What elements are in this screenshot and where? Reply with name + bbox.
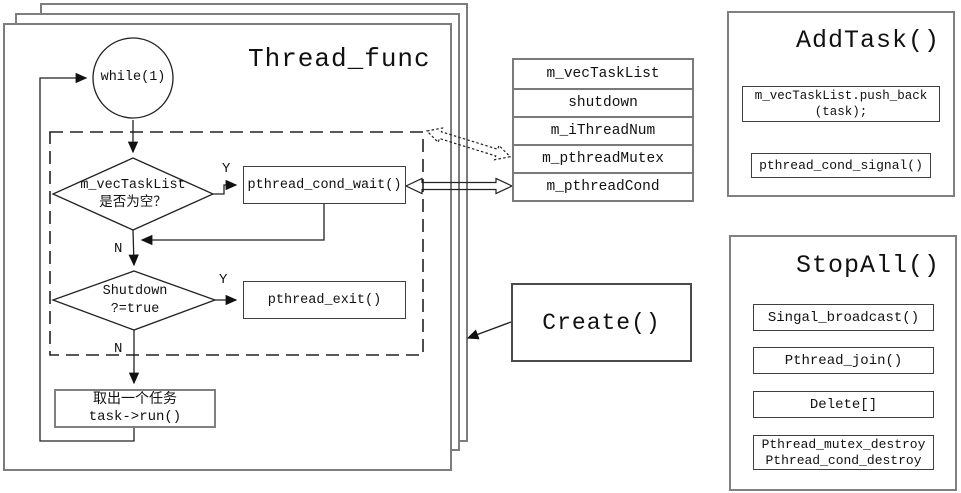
no-label-empty: N bbox=[114, 241, 123, 257]
pthread-exit-box: pthread_exit() bbox=[243, 281, 406, 319]
decision-empty-line2: 是否为空？ bbox=[99, 196, 167, 211]
decision-shutdown-diamond bbox=[51, 270, 217, 331]
loop-back-arrow bbox=[39, 72, 135, 442]
run-task-line2: task->run() bbox=[88, 408, 182, 425]
decision-empty-no-arrow bbox=[128, 229, 139, 267]
create-box: Create() bbox=[511, 283, 692, 362]
destroy-box: Pthread_mutex_destroy Pthread_cond_destr… bbox=[753, 435, 934, 470]
cond-hollow-double-arrow bbox=[404, 177, 514, 195]
create-to-threads-arrow bbox=[466, 321, 512, 340]
yes-label-shutdown: Y bbox=[219, 272, 228, 288]
pthread-cond-signal-box: pthread_cond_signal() bbox=[751, 153, 931, 178]
decision-shutdown-line2: ?=true bbox=[110, 302, 160, 317]
run-task-line1: 取出一个任务 bbox=[93, 391, 177, 408]
pthread-cond-wait-box: pthread_cond_wait() bbox=[243, 166, 406, 204]
member-variable-table: m_vecTaskList shutdown m_iThreadNum m_pt… bbox=[512, 58, 694, 202]
while-loop-label: while(1) bbox=[100, 70, 166, 85]
table-row: shutdown bbox=[514, 88, 692, 116]
destroy-line2: Pthread_cond_destroy bbox=[765, 452, 922, 468]
push-back-line1: m_vecTaskList.push_back bbox=[754, 89, 928, 103]
decision-empty-label: m_vecTaskList 是否为空？ bbox=[63, 177, 203, 213]
no-label-shutdown: N bbox=[114, 341, 123, 357]
wait-return-arrow bbox=[140, 204, 325, 246]
push-back-box: m_vecTaskList.push_back (task); bbox=[742, 86, 940, 122]
table-row: m_iThreadNum bbox=[514, 116, 692, 144]
pthread-join-box: Pthread_join() bbox=[753, 347, 934, 374]
decision-shutdown-line1: Shutdown bbox=[102, 284, 168, 299]
decision-empty-line1: m_vecTaskList bbox=[80, 178, 186, 193]
table-row: m_pthreadMutex bbox=[514, 144, 692, 172]
push-back-line2: (task); bbox=[814, 105, 868, 119]
table-row: m_vecTaskList bbox=[514, 60, 692, 88]
signal-broadcast-box: Singal_broadcast() bbox=[753, 304, 934, 331]
loop-body-dashed-box bbox=[49, 131, 424, 356]
while-loop-circle bbox=[92, 37, 174, 119]
mutex-dotted-double-arrow bbox=[425, 127, 512, 161]
yes-label-empty: Y bbox=[222, 161, 231, 177]
decision-shutdown-label: Shutdown ?=true bbox=[75, 283, 195, 319]
decision-empty-yes-arrow bbox=[213, 179, 238, 195]
delete-box: Delete[] bbox=[753, 391, 934, 418]
addtask-title: AddTask() bbox=[795, 26, 941, 55]
table-row: m_pthreadCond bbox=[514, 172, 692, 200]
decision-empty-diamond bbox=[51, 157, 215, 231]
stopall-title: StopAll() bbox=[795, 251, 941, 280]
run-task-box: 取出一个任务 task->run() bbox=[54, 389, 216, 428]
destroy-line1: Pthread_mutex_destroy bbox=[761, 436, 926, 452]
thread-func-title: Thread_func bbox=[248, 44, 431, 74]
